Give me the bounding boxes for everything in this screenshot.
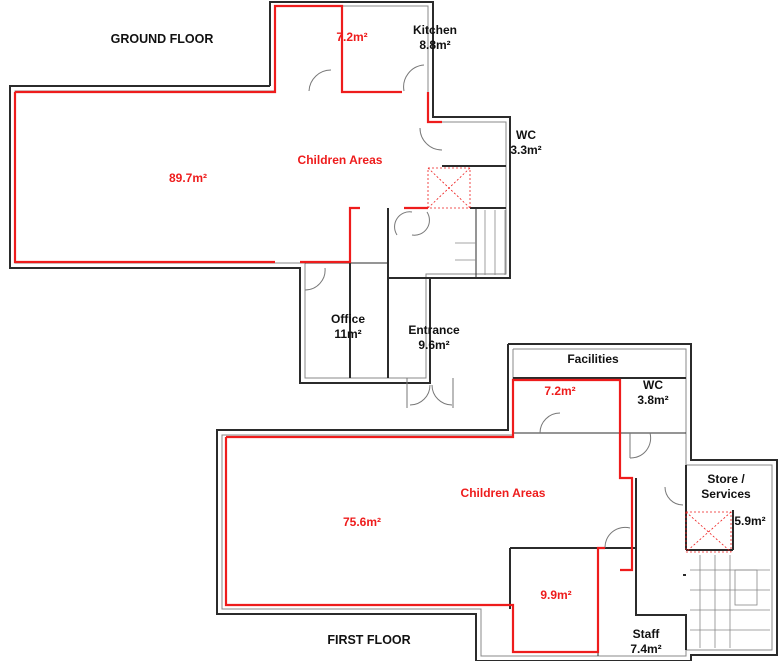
room-area: 9.6m² [418,338,450,352]
ground-floor-title: GROUND FLOOR [110,32,214,46]
room-area: 7.4m² [630,642,662,656]
room-name: Staff [632,627,660,641]
first-floor-title: FIRST FLOOR [327,633,411,647]
room-name: Kitchen [412,23,458,37]
room-area-quiet-first: 9.9m² [540,588,572,602]
ground-floor-walls [9,1,511,408]
room-area: 8.8m² [419,38,451,52]
room-area: 3.8m² [637,393,669,407]
room-area-store-first: 7.2m² [544,384,576,398]
room-name: WC [642,378,663,392]
room-name-store-services: Store / Services [701,472,751,501]
room-name: Entrance [408,323,460,337]
room-area-store-ground: 7.2m² [336,30,368,44]
room-name: Office [330,312,366,326]
room-name-children-ground: Children Areas [297,153,383,167]
room-area: 3.3m² [510,143,542,157]
room-facilities-first: Facilities [567,352,619,366]
room-name-children-first: Children Areas [460,486,546,500]
room-area: 11m² [334,327,362,341]
room-area-children-first: 75.6m² [342,515,382,529]
room-name: WC [515,128,536,142]
first-floor-highlight [224,378,732,654]
room-area-children-ground: 89.7m² [168,171,208,185]
ground-floor-highlight [13,4,471,264]
room-area-store-services: 5.9m² [734,514,766,528]
first-floor-walls [216,343,778,661]
